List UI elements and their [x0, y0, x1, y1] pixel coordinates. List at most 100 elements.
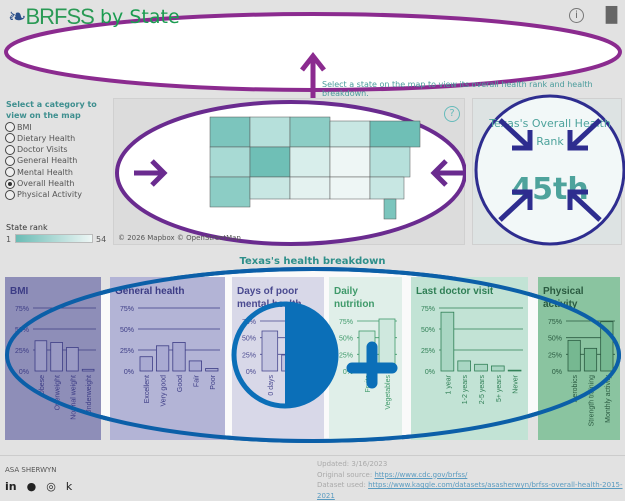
kaggle-icon[interactable]: k [65, 480, 73, 493]
source-label: Original source: [317, 470, 373, 479]
y-tick-label: 50% [548, 336, 562, 343]
bar-normal-weight [66, 347, 79, 372]
y-tick-label: 50% [120, 327, 134, 334]
bar-1-2-years [457, 360, 471, 372]
y-tick-label: 0% [124, 369, 134, 376]
x-tick-label: 1 [288, 375, 295, 379]
legend-min: 1 [6, 235, 12, 244]
y-tick-label: 75% [120, 306, 134, 313]
bar-5+-years [491, 365, 505, 372]
x-tick-label: Monthly activity [605, 375, 612, 423]
radio-label: Dietary Health [17, 133, 76, 143]
updated-date: Updated: 3/16/2023 [317, 460, 388, 468]
radio-label: Overall Health [17, 179, 75, 188]
y-tick-label: 0% [425, 369, 435, 376]
category-radio-physical-activity[interactable]: Physical Activity [5, 189, 83, 200]
us-states [209, 116, 421, 220]
bar-1-year [440, 311, 455, 372]
bar-very-good [156, 345, 170, 372]
radio-icon[interactable] [5, 167, 15, 178]
legend-max: 54 [96, 235, 107, 244]
radio-icon[interactable] [5, 189, 15, 200]
y-tick-label: 75% [548, 319, 562, 326]
category-radio-dietary-health[interactable]: Dietary Health [5, 133, 76, 144]
bar-overweight [50, 342, 63, 372]
radio-icon[interactable] [5, 144, 15, 155]
x-tick-label: Strength training [589, 375, 596, 426]
y-tick-label: 25% [15, 348, 29, 355]
category-radio-doctor-visits[interactable]: Doctor Visits [5, 144, 68, 155]
category-radio-bmi[interactable]: BMI [5, 122, 32, 132]
radio-icon[interactable] [5, 155, 15, 166]
bar-chart-icon[interactable]: ▐▌ [600, 6, 624, 24]
map-attribution: © 2026 Mapbox © OpenStreetMap [118, 234, 241, 242]
bar-1 [300, 362, 318, 372]
dataset-label: Dataset used: [317, 481, 366, 489]
breakdown-title: Texas's health breakdown [239, 256, 386, 267]
radio-label: BMI [17, 122, 32, 132]
github-icon[interactable]: ● [26, 480, 37, 493]
x-tick-label: Good [177, 375, 184, 392]
radio-icon[interactable] [5, 133, 15, 144]
x-tick-label: 1-2 years [462, 375, 469, 405]
bar-obese [34, 340, 48, 372]
bar-fruits [358, 330, 376, 372]
x-tick-label: Vegetables [385, 375, 392, 410]
x-tick-label: Never [513, 374, 520, 393]
converging-arrows-icon [498, 118, 602, 222]
globe-icon[interactable]: ◎ [46, 480, 56, 493]
radio-icon[interactable] [5, 122, 15, 132]
author-name: ASA SHERWYN [5, 466, 57, 474]
y-tick-label: 0% [19, 369, 29, 376]
x-tick-label: Overweight [55, 375, 62, 410]
category-heading: Select a category to view on the map [6, 100, 97, 120]
y-tick-label: 50% [421, 327, 435, 334]
y-tick-label: 25% [120, 348, 134, 355]
y-tick-label: 50% [15, 327, 29, 334]
y-tick-label: 50% [242, 336, 256, 343]
y-tick-label: 0% [552, 369, 562, 376]
x-tick-label: Fair [193, 374, 200, 387]
dataset-link[interactable]: https://www.kaggle.com/datasets/asasherw… [317, 481, 623, 500]
help-icon[interactable]: ? [444, 106, 460, 122]
radio-icon[interactable] [5, 178, 15, 189]
info-icon[interactable]: i [569, 8, 584, 23]
source-link[interactable]: https://www.cdc.gov/brfss/ [374, 470, 468, 479]
bar-1 [281, 354, 298, 372]
us-map[interactable]: ? © 2026 Mapbox © OpenStreetMap [113, 98, 466, 246]
x-tick-label: Obese [39, 375, 46, 396]
category-radio-overall-health[interactable]: Overall Health [5, 178, 75, 189]
bar-0-days [261, 330, 279, 372]
linkedin-icon[interactable]: in [5, 480, 17, 493]
radio-label: Physical Activity [17, 190, 83, 200]
bar-vegetables [378, 318, 396, 372]
bar-fair [188, 360, 202, 372]
brfss-logo: ❧BRFSS [8, 4, 95, 29]
bar-good [172, 342, 186, 372]
x-tick-label: Poor [210, 374, 217, 389]
page-title: by State [100, 6, 180, 28]
bar-aerobics [567, 339, 581, 372]
bar-poor [205, 368, 219, 372]
radio-label: Mental Health [17, 167, 73, 177]
legend-title: State rank [6, 223, 48, 232]
radio-label: General Health [17, 156, 78, 166]
bar-2-5-years [474, 363, 488, 372]
x-tick-label: 0 days [268, 375, 275, 396]
x-tick-label: 5+ years [496, 375, 503, 403]
x-tick-label: Underweight [86, 375, 93, 414]
y-tick-label: 50% [339, 336, 353, 343]
bar-strength-training [583, 347, 598, 372]
y-tick-label: 25% [548, 352, 562, 359]
x-tick-label: 1 year [445, 374, 452, 394]
category-radio-mental-health[interactable]: Mental Health [5, 167, 73, 178]
category-radio-general-health[interactable]: General Health [5, 155, 78, 166]
instruction-text: Select a state on the map to view its ov… [322, 80, 593, 98]
